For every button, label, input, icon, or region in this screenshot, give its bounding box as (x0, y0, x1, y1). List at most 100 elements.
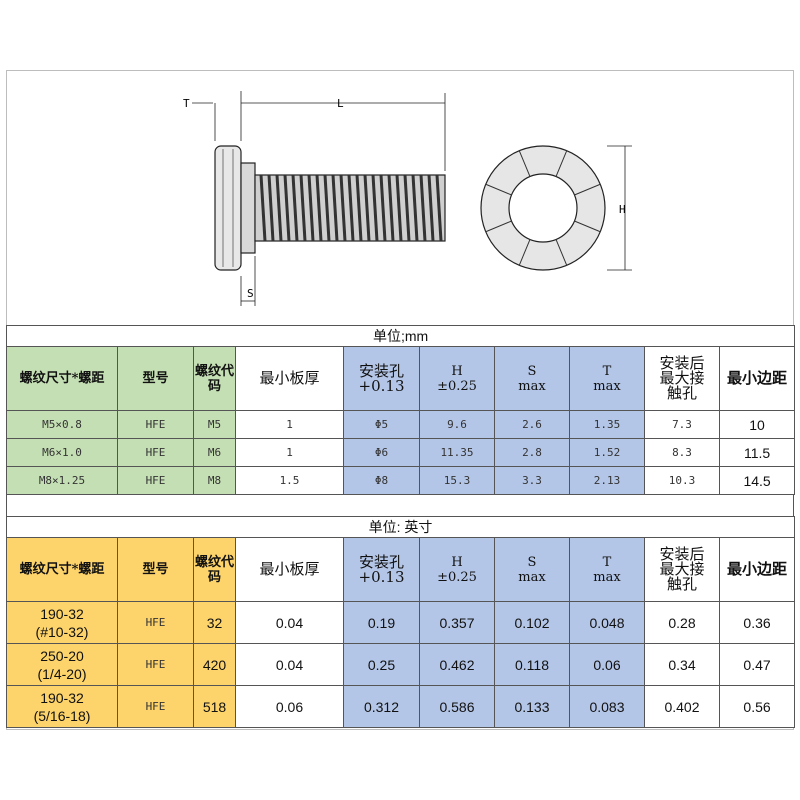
cell: HFE (117, 601, 194, 644)
header-min-edge: 最小边距 (718, 346, 796, 411)
cell: HFE (117, 438, 194, 467)
cell: 2.13 (569, 466, 645, 495)
cell: M8 (193, 466, 236, 495)
thread-line (323, 174, 331, 242)
thread-line (411, 174, 419, 242)
cell: 11.5 (718, 438, 796, 467)
spline-line (485, 183, 512, 196)
cell: 0.586 (419, 685, 495, 728)
header-max-contact: 安装后最大接触孔 (644, 346, 720, 411)
cell: 0.56 (718, 685, 796, 728)
thread-line (403, 174, 411, 242)
thread-line (395, 174, 403, 242)
cell: Φ5 (343, 410, 420, 439)
thread-line (435, 174, 443, 242)
cell: 9.6 (419, 410, 495, 439)
cell: HFE (117, 410, 194, 439)
cell: 15.3 (419, 466, 495, 495)
cell: 0.04 (235, 643, 344, 686)
cell: 0.402 (644, 685, 720, 728)
spline-line (518, 150, 531, 177)
thread-line (283, 174, 291, 242)
cell: 0.06 (235, 685, 344, 728)
end-view-inner (508, 173, 578, 243)
thread-line (379, 174, 387, 242)
screw-collar (240, 162, 256, 254)
cell: 0.048 (569, 601, 645, 644)
cell: 250-20 (1/4-20) (6, 643, 118, 686)
cell: 2.6 (494, 410, 570, 439)
header-thread-size: 螺纹尺寸*螺距 (6, 346, 118, 411)
cell: 7.3 (644, 410, 720, 439)
cell: 1.35 (569, 410, 645, 439)
table-separator (6, 494, 794, 516)
screw-technical-drawing: T L S H (183, 91, 632, 306)
thread-line (339, 174, 347, 242)
thread-line (315, 174, 323, 242)
header-h: H ±0.25 (419, 346, 495, 411)
screw-head (214, 145, 242, 271)
header-model: 型号 (117, 346, 194, 411)
spline-line (485, 220, 512, 233)
cell: HFE (117, 466, 194, 495)
thread-line (371, 174, 379, 242)
dim-label-t: T (183, 97, 190, 110)
cell: 0.36 (718, 601, 796, 644)
cell: 0.133 (494, 685, 570, 728)
cell: Φ8 (343, 466, 420, 495)
header-min-edge: 最小边距 (718, 537, 796, 602)
thread-line (347, 174, 355, 242)
header-thread-code: 螺纹代码 (193, 346, 236, 411)
cell: 3.3 (494, 466, 570, 495)
cell: 0.083 (569, 685, 645, 728)
spline-line (555, 239, 568, 266)
header-t: T max (569, 346, 645, 411)
thread-line (267, 174, 275, 242)
cell: 8.3 (644, 438, 720, 467)
header-min-sheet: 最小板厚 (235, 346, 344, 411)
cell: 11.35 (419, 438, 495, 467)
spline-line (518, 239, 531, 266)
cell: 0.25 (343, 643, 420, 686)
thread-line (259, 174, 267, 242)
spline-line (574, 220, 601, 233)
cell: 0.462 (419, 643, 495, 686)
thread-line (307, 174, 315, 242)
dim-label-l: L (337, 97, 344, 110)
header-t: T max (569, 537, 645, 602)
cell: M6 (193, 438, 236, 467)
metric-spec-table: 单位;mm 螺纹尺寸*螺距 型号 螺纹代码 最小板厚 安装孔 +0.13 H ±… (5, 325, 796, 495)
header-h: H ±0.25 (419, 537, 495, 602)
dim-label-h: H (619, 203, 626, 216)
cell: 10 (718, 410, 796, 439)
thread-line (291, 174, 299, 242)
header-min-sheet: 最小板厚 (235, 537, 344, 602)
header-model: 型号 (117, 537, 194, 602)
thread-line (419, 174, 427, 242)
cell: M8×1.25 (6, 466, 118, 495)
cell: 190-32 (5/16-18) (6, 685, 118, 728)
cell: 14.5 (718, 466, 796, 495)
cell: 1.52 (569, 438, 645, 467)
metric-unit-label: 单位;mm (5, 325, 796, 347)
cell: 0.06 (569, 643, 645, 686)
cell: 0.47 (718, 643, 796, 686)
table-row: 250-20 (1/4-20) HFE 420 0.04 0.25 0.462 … (6, 643, 796, 686)
cell: M6×1.0 (6, 438, 118, 467)
header-hole: 安装孔 +0.13 (343, 346, 420, 411)
cell: M5 (193, 410, 236, 439)
thread-line (387, 174, 395, 242)
cell: 190-32 (#10-32) (6, 601, 118, 644)
header-s: S max (494, 346, 570, 411)
cell: 0.312 (343, 685, 420, 728)
cell: HFE (117, 643, 194, 686)
table-row: M6×1.0 HFE M6 1 Φ6 11.35 2.8 1.52 8.3 11… (6, 438, 796, 467)
cell: 1 (235, 438, 344, 467)
header-s: S max (494, 537, 570, 602)
cell: 420 (193, 643, 236, 686)
header-hole: 安装孔 +0.13 (343, 537, 420, 602)
header-max-contact: 安装后最大接触孔 (644, 537, 720, 602)
thread-line (355, 174, 363, 242)
cell: 0.357 (419, 601, 495, 644)
cell: 10.3 (644, 466, 720, 495)
